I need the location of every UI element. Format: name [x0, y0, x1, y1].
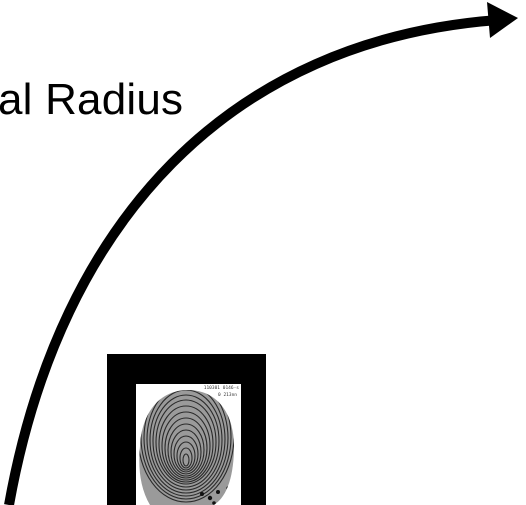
image-caption-line-2: 0 213nn — [218, 393, 237, 399]
image-frame: 110301 0146-s 0 213nn — [107, 354, 266, 505]
fingerprint-image: 110301 0146-s 0 213nn — [136, 384, 241, 505]
radius-label: al Radius — [0, 70, 183, 130]
arrowhead — [487, 2, 518, 38]
fingerprint-drawing — [136, 384, 241, 505]
image-caption-line-1: 110301 0146-s — [204, 386, 239, 392]
